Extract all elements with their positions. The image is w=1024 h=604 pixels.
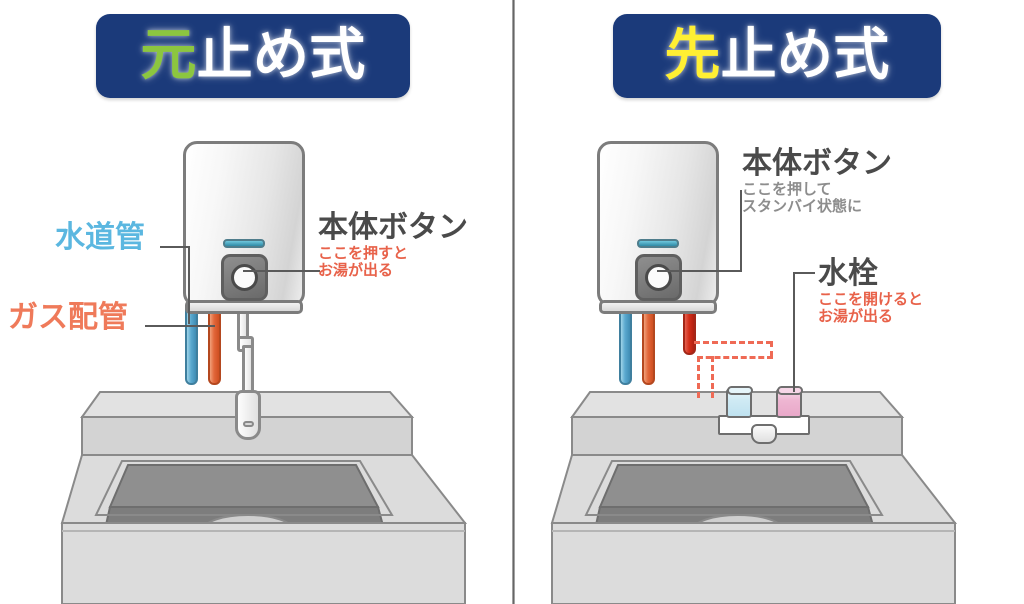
label-unit-button-title-right: 本体ボタン xyxy=(742,146,892,181)
water-heater-unit-left xyxy=(183,141,305,314)
power-button-housing-left[interactable] xyxy=(221,254,268,301)
faucet-handle-hot-cap[interactable] xyxy=(777,386,803,395)
leader-water-pipe-left-v xyxy=(188,246,190,324)
leader-unit-button-left-h xyxy=(243,270,320,272)
hot-route-dash-h1 xyxy=(694,341,772,344)
leader-water-pipe-left-h xyxy=(160,246,190,248)
badge-highlight-left: 元 xyxy=(140,23,197,88)
label-faucet-sub1-right: ここを開けると xyxy=(818,290,924,309)
vanity-sink-left xyxy=(60,355,510,604)
label-unit-button-sub1-left: ここを押すと xyxy=(318,244,409,263)
status-indicator-strip-right xyxy=(637,239,679,248)
label-faucet-right: 水栓 ここを開けると お湯が出る xyxy=(818,258,923,325)
badge-rest-left: 止め式 xyxy=(196,23,366,88)
label-unit-button-right: 本体ボタン ここを押して スタンバイ状態に xyxy=(742,148,892,215)
faucet-spout-right xyxy=(751,424,777,444)
hot-route-dash-v2 xyxy=(697,356,700,398)
panel-title-badge-right: 先止め式 xyxy=(613,14,941,98)
label-unit-button-left: 本体ボタン ここを押すと お湯が出る xyxy=(318,212,468,279)
water-heater-unit-right xyxy=(597,141,719,314)
label-unit-button-sub2-left: お湯が出る xyxy=(318,260,394,279)
badge-highlight-right: 先 xyxy=(664,23,721,88)
label-water-pipe-title-left: 水道管 xyxy=(55,220,145,255)
heater-base-left xyxy=(185,300,303,314)
leader-faucet-right-v xyxy=(793,272,795,392)
label-faucet-title-right: 水栓 xyxy=(818,256,878,291)
faucet-handle-cold-cap[interactable] xyxy=(727,386,753,395)
faucet-handle-cold-right[interactable] xyxy=(726,386,753,418)
label-faucet-sub-right: ここを開けると お湯が出る xyxy=(818,291,923,325)
leader-unit-button-right-h xyxy=(657,270,742,272)
badge-rest-right: 止め式 xyxy=(720,23,890,88)
hot-route-dash-v3 xyxy=(711,356,714,398)
power-button-housing-right[interactable] xyxy=(635,254,682,301)
water-pipe-blue-right xyxy=(619,305,632,385)
panel-title-badge-left: 元止め式 xyxy=(96,14,410,98)
hot-route-dash-h2 xyxy=(697,356,773,359)
gas-pipe-orange-right xyxy=(642,305,655,385)
label-unit-button-title-left: 本体ボタン xyxy=(318,210,468,245)
label-unit-button-sub-left: ここを押すと お湯が出る xyxy=(318,245,468,279)
hot-route-dash-v1 xyxy=(770,341,773,357)
faucet-handle-hot-right[interactable] xyxy=(776,386,803,418)
leader-faucet-right-h xyxy=(793,272,815,274)
label-water-pipe-left: 水道管 xyxy=(55,222,145,253)
water-pipe-blue-left xyxy=(185,305,198,385)
label-unit-button-sub2-right: スタンバイ状態に xyxy=(742,196,863,215)
leader-gas-pipe-left-h xyxy=(145,325,215,327)
power-button-left[interactable] xyxy=(231,264,258,291)
leader-unit-button-right-v xyxy=(740,190,742,272)
status-indicator-strip-left xyxy=(223,239,265,248)
power-button-right[interactable] xyxy=(645,264,672,291)
vanity-sink-right xyxy=(550,355,1024,604)
label-gas-pipe-title-left: ガス配管 xyxy=(8,300,128,335)
spout-head-left xyxy=(235,390,261,440)
gas-pipe-orange-left xyxy=(208,305,221,385)
label-gas-pipe-left: ガス配管 xyxy=(8,302,128,333)
heater-base-right xyxy=(599,300,717,314)
label-unit-button-sub-right: ここを押して スタンバイ状態に xyxy=(742,181,892,215)
label-unit-button-sub1-right: ここを押して xyxy=(742,180,832,199)
label-faucet-sub2-right: お湯が出る xyxy=(818,306,894,325)
spout-aerator-left xyxy=(243,421,254,427)
panel-divider xyxy=(512,0,515,604)
